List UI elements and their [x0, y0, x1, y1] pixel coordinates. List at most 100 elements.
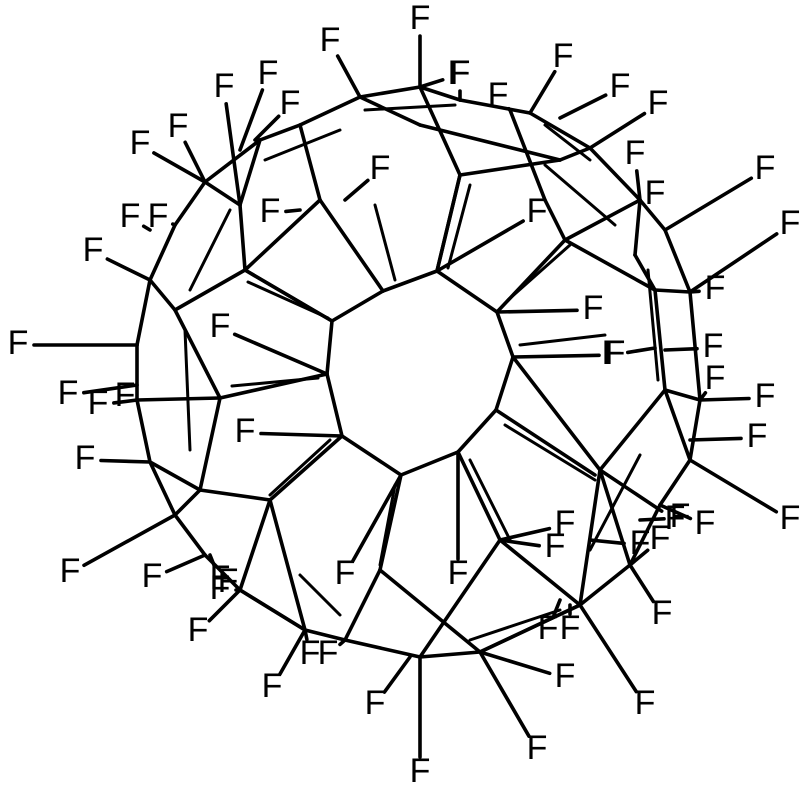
cage-bond [358, 95, 422, 127]
cage-bond [653, 288, 692, 294]
cage-bond [148, 460, 202, 492]
fluorine-label: F [703, 327, 724, 365]
cage-bond [303, 628, 347, 642]
cage-bond [598, 468, 632, 567]
c-f-bond [478, 650, 552, 676]
c-f-bond [628, 563, 656, 604]
cage-bond [378, 568, 482, 654]
double-bond-line [646, 268, 660, 382]
double-bond-line [268, 438, 332, 497]
c-f-bond [105, 257, 152, 282]
cage-bond [343, 568, 382, 642]
fluorine-label: F [75, 439, 96, 477]
fluorine-label: F [148, 197, 169, 235]
fluorine-label: F [705, 359, 726, 397]
cage-bond [173, 308, 222, 400]
c-f-bond [478, 650, 531, 738]
fluorine-label: F [605, 334, 626, 372]
fluorine-label: F [300, 634, 321, 672]
fluorine-label: F [665, 499, 686, 537]
fluorine-label: F [410, 752, 431, 790]
fluorine-label: F [450, 54, 471, 92]
fluorine-label: F [258, 54, 279, 92]
cage-bond [238, 498, 272, 592]
c-f-bond [338, 638, 347, 647]
cage-bond [663, 388, 702, 402]
cage-bond [435, 173, 462, 273]
double-bond-line [263, 128, 342, 162]
fluorine-label: F [210, 307, 231, 345]
cage-bond [198, 396, 222, 492]
cage-bond [148, 460, 177, 517]
fluorine-label: F [780, 204, 801, 242]
cage-bond [148, 223, 177, 282]
c-f-bond [343, 178, 370, 202]
c-f-bond [578, 603, 639, 694]
fluorine-label: F [448, 54, 469, 92]
double-bond-network [183, 103, 660, 642]
cage-bond [435, 269, 499, 314]
fluorine-label: F [88, 384, 109, 422]
cage-bond [258, 123, 302, 142]
cage-bond [663, 228, 692, 294]
fluorine-label: F [320, 21, 341, 59]
double-bond-line [543, 123, 592, 162]
fluorine-label: F [650, 519, 671, 557]
cage-bond [558, 146, 592, 162]
fluorine-label: F [755, 149, 776, 187]
c-f-bond [498, 538, 541, 548]
cage-bond [456, 450, 502, 542]
cage-bond [173, 180, 207, 227]
cage-bond [343, 638, 422, 659]
cage-bond [268, 434, 344, 502]
fluorine-label: F [610, 67, 631, 105]
c-f-bond [284, 208, 302, 214]
fluorine-label: F [635, 684, 656, 722]
double-bond-line [506, 243, 572, 302]
c-f-bond [207, 588, 242, 623]
fluorine-label: F [188, 611, 209, 649]
fluorine-label: F [780, 499, 801, 537]
double-bond-line [378, 483, 397, 567]
cage-bond [418, 538, 502, 659]
cage-bond [495, 310, 515, 359]
fluorine-label: F [235, 412, 256, 450]
cage-bond [498, 538, 582, 607]
c-f-bond [238, 88, 265, 152]
cage-bond [494, 355, 515, 412]
cage-bond [135, 278, 152, 347]
fluorine-label: F [370, 149, 391, 187]
c-f-bond [507, 106, 512, 112]
fluorine-label: F [214, 67, 235, 105]
c-f-bond [698, 396, 751, 402]
c-f-bond [170, 222, 177, 227]
c-f-bond [625, 346, 657, 355]
c-f-bond [82, 383, 139, 395]
c-f-bond [688, 289, 701, 294]
cage-bond [528, 111, 592, 150]
double-bond-line [230, 376, 320, 388]
fluorine-label: F [60, 552, 81, 590]
c-f-bond [435, 219, 525, 273]
cage-bond [563, 238, 657, 292]
c-f-bond [224, 102, 242, 207]
cage-bond [598, 388, 667, 472]
bond-network [32, 34, 779, 759]
cage-bond [458, 158, 562, 177]
fluorine-label: F [560, 609, 581, 647]
cage-bond [135, 396, 222, 402]
fluorine-label: F [695, 504, 716, 542]
fluorine-label: F [747, 417, 768, 455]
cage-bond [298, 123, 322, 202]
fluorine-label: F [8, 324, 29, 362]
c-f-bond [558, 93, 608, 120]
fluorine-label: F [58, 374, 79, 412]
cage-bond [135, 398, 152, 464]
c-f-bond [528, 69, 557, 115]
c-f-bond [418, 78, 445, 89]
cage-bond [633, 198, 642, 257]
c-f-bond [495, 308, 579, 314]
fluorine-label: F [260, 192, 281, 230]
